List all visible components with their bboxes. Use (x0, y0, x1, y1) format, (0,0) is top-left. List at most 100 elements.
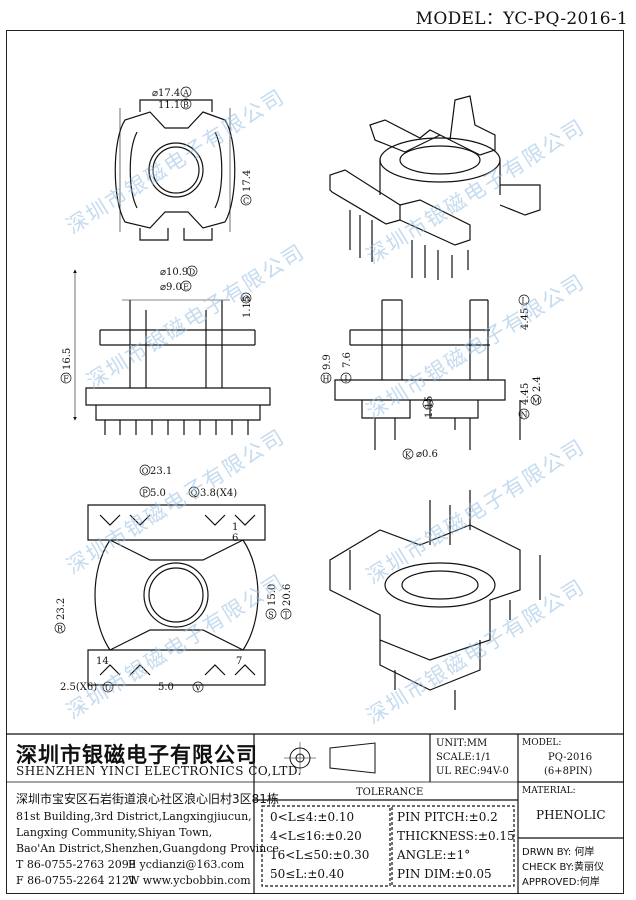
pin-label-1: 1 (232, 522, 238, 533)
dim-top-174v: 17.4 (242, 170, 253, 192)
svg-text:A: A (182, 89, 189, 98)
tolerance-row-2: 4<L≤16:±0.20 (270, 829, 362, 843)
callout-T: T (280, 608, 292, 620)
tolerance-pin-dim: PIN DIM:±0.05 (397, 867, 492, 881)
dim-side-115: 1.15 (424, 396, 435, 418)
svg-text:R: R (57, 625, 64, 634)
tolerance-pin-pitch: PIN PITCH:±0.2 (397, 810, 498, 824)
material-label: MATERIAL: (522, 786, 576, 796)
iso-view-top (329, 95, 541, 280)
dim-bot-206: 20.6 (282, 584, 293, 606)
pin-label-6: 6 (232, 533, 238, 544)
title-block-grid (6, 733, 624, 894)
svg-text:O: O (142, 467, 149, 476)
callout-V: V (192, 681, 204, 693)
projection-symbol (284, 742, 376, 774)
dim-bot-38: 3.8(X4) (200, 488, 237, 499)
address-en-3: Bao'An District,Shenzhen,Guangdong Provi… (16, 842, 279, 855)
callout-Q: Q (188, 486, 200, 498)
svg-text:E: E (183, 283, 189, 292)
callout-D: D (186, 265, 198, 277)
svg-text:H: H (323, 375, 330, 384)
callout-F: F (60, 372, 72, 384)
model-box-value: PQ-2016 (548, 752, 593, 763)
svg-text:N: N (521, 411, 528, 420)
address-en-2: Langxing Community,Shiyan Town, (16, 826, 213, 839)
callout-I: I (340, 372, 352, 384)
drawn-by: DRWN BY: 何岸 (522, 847, 595, 858)
dim-top-111: 11.1 (158, 100, 180, 111)
svg-text:U: U (105, 684, 112, 693)
svg-text:I: I (344, 375, 347, 384)
dim-bot-50b: 5.0 (158, 682, 174, 693)
svg-text:V: V (194, 684, 201, 693)
callout-R: R (54, 622, 66, 634)
email: E ycdianzi@163.com (128, 858, 245, 871)
dim-side-d06: ⌀0.6 (416, 449, 438, 460)
dim-side-445b: 4.45 (520, 383, 531, 405)
bottom-view (87, 504, 266, 686)
svg-text:L: L (521, 297, 527, 306)
dim-front-165: 16.5 (62, 348, 73, 370)
telephone: T 86-0755-2763 2099 (16, 858, 136, 871)
callout-N: N (518, 408, 530, 420)
address-cn: 深圳市宝安区石岩街道浪心社区浪心旧村3区81栋 (16, 792, 279, 806)
svg-text:D: D (189, 268, 195, 277)
callout-U: U (102, 681, 114, 693)
dim-bot-50a: 5.0 (150, 488, 166, 499)
model-title: MODEL：YC-PQ-2016-1 (415, 9, 628, 29)
svg-text:J: J (425, 401, 429, 410)
svg-text:S: S (268, 611, 273, 620)
dim-side-99: 9.9 (322, 354, 333, 370)
tolerance-row-4: 50≤L:±0.40 (270, 867, 345, 881)
approved-by: APPROVED:何岸 (522, 877, 600, 888)
tolerance-thickness: THICKNESS:±0.15 (397, 829, 515, 843)
callout-J: J (422, 398, 434, 410)
callout-K: K (402, 448, 414, 460)
company-name-en: SHENZHEN YINCI ELECTRONICS CO,LTD. (16, 764, 302, 778)
callout-S: S (265, 608, 277, 620)
callout-M: M (530, 394, 542, 406)
dim-top-d174: ⌀17.4 (152, 88, 180, 99)
dim-bot-25: 2.5(X6) (60, 682, 97, 693)
scale: SCALE:1/1 (436, 752, 492, 763)
drawing-frame (6, 30, 624, 894)
svg-text:B: B (183, 101, 189, 110)
dim-bot-231: 23.1 (150, 466, 172, 477)
pin-label-7: 7 (236, 656, 242, 667)
callout-P: P (139, 486, 151, 498)
ul-rec: UL REC:94V-0 (436, 766, 509, 777)
svg-text:P: P (142, 489, 148, 498)
callout-H: H (320, 372, 332, 384)
callout-A: A (180, 86, 192, 98)
fax: F 86-0755-2264 2121 (16, 874, 137, 887)
top-view (114, 99, 236, 241)
material-value: PHENOLIC (536, 808, 606, 822)
tolerance-row-3: 16<L≤50:±0.30 (270, 848, 370, 862)
model-box-pins: (6+8PIN) (544, 766, 593, 777)
pin-label-14: 14 (96, 656, 109, 667)
dim-bot-150: 15.0 (267, 584, 278, 606)
dim-side-24: 2.4 (532, 376, 543, 392)
tolerance-title: TOLERANCE (356, 787, 424, 798)
svg-text:M: M (532, 397, 540, 406)
callout-O: O (139, 464, 151, 476)
callout-C: C (240, 194, 252, 206)
dim-front-115: 1.15 (242, 296, 253, 318)
callout-E: E (180, 280, 192, 292)
svg-text:G: G (243, 295, 249, 304)
address-en-1: 81st Building,3rd District,Langxingjiucu… (16, 810, 252, 823)
side-view (334, 299, 521, 450)
checked-by: CHECK BY:黄丽仪 (522, 862, 605, 873)
svg-text:C: C (243, 197, 249, 206)
iso-view-bottom (329, 490, 541, 710)
company-name-cn: 深圳市银磁电子有限公司 (16, 743, 258, 767)
unit: UNIT:MM (436, 738, 488, 749)
tolerance-angle: ANGLE:±1° (397, 848, 471, 862)
svg-text:K: K (405, 451, 412, 460)
dim-side-76: 7.6 (342, 352, 353, 368)
front-view (73, 269, 271, 435)
callout-B: B (180, 98, 192, 110)
website: W www.ycbobbin.com (128, 874, 251, 887)
svg-text:T: T (283, 611, 289, 620)
